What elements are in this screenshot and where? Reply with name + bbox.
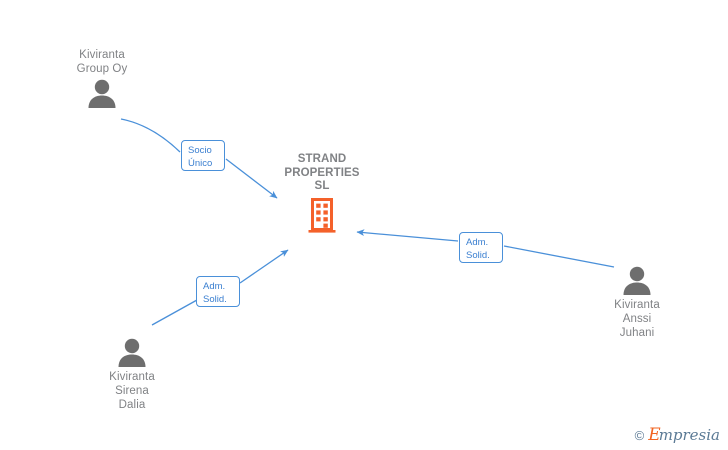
watermark-brand-initial: E bbox=[648, 425, 661, 445]
edge-adm-solid-left-in bbox=[151, 299, 198, 326]
person-icon bbox=[88, 79, 116, 108]
watermark-brand-rest: mpresia bbox=[658, 426, 720, 444]
edge-socio-unico-out bbox=[225, 158, 278, 199]
relation-label-socio-unico[interactable]: Socio Único bbox=[181, 140, 225, 171]
watermark-empresia: © E mpresia bbox=[635, 427, 720, 444]
person-icon bbox=[623, 266, 651, 295]
edge-adm-solid-right-in bbox=[503, 245, 615, 268]
person-icon bbox=[118, 338, 146, 367]
relation-label-adm-solid-right[interactable]: Adm. Solid. bbox=[459, 232, 503, 263]
node-kiviranta-anssi-juhani[interactable]: Kiviranta Anssi Juhani bbox=[567, 263, 707, 340]
edge-adm-solid-left-out bbox=[239, 249, 289, 284]
node-kiviranta-group-oy[interactable]: Kiviranta Group Oy bbox=[32, 48, 172, 108]
node-kiviranta-sirena-dalia[interactable]: Kiviranta Sirena Dalia bbox=[62, 335, 202, 412]
building-icon bbox=[308, 197, 336, 233]
node-strand-properties-sl[interactable]: STRAND PROPERTIES SL bbox=[252, 153, 392, 234]
node-label: Kiviranta Anssi Juhani bbox=[614, 299, 660, 339]
node-label: Kiviranta Sirena Dalia bbox=[109, 371, 155, 411]
edge-socio-unico-in bbox=[120, 118, 181, 153]
copyright-icon: © bbox=[634, 428, 645, 443]
node-label: Kiviranta Group Oy bbox=[76, 49, 128, 75]
relation-label-adm-solid-left[interactable]: Adm. Solid. bbox=[196, 276, 240, 307]
page-title: STRAND PROPERTIES SL bbox=[284, 153, 360, 192]
edge-adm-solid-right-out bbox=[356, 229, 459, 242]
